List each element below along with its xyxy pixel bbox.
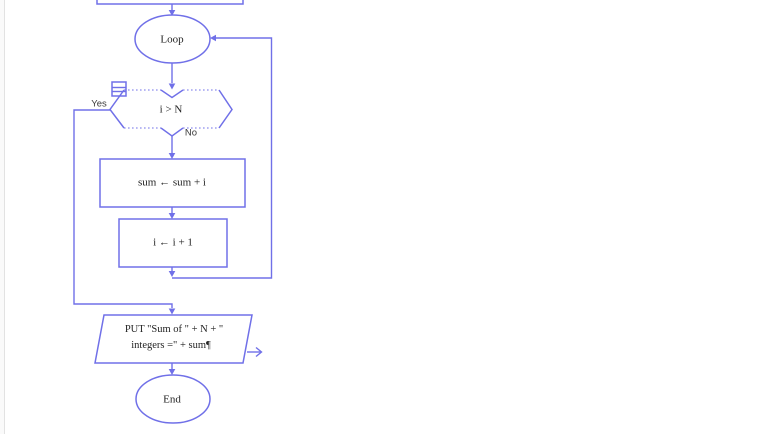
output-statement-line1: PUT "Sum of " + N + " xyxy=(124,323,224,335)
decision-hexagon-top-notch xyxy=(160,89,184,99)
arrowhead xyxy=(168,83,176,90)
end-oval-label: End xyxy=(163,393,181,406)
page-edge-strip xyxy=(0,0,4,434)
arrowhead xyxy=(210,34,216,42)
split-box-icon[interactable] xyxy=(111,81,127,97)
assign-sum-box[interactable] xyxy=(99,158,246,208)
decision-hexagon-right-edge[interactable] xyxy=(218,89,233,129)
loopback-connector xyxy=(172,37,273,279)
arrowhead xyxy=(168,369,176,375)
arrowhead xyxy=(168,153,176,159)
arrowhead xyxy=(168,10,176,16)
assign-sum-label: sum ← sum + i xyxy=(138,176,206,189)
top-process-box[interactable] xyxy=(96,0,244,5)
output-parallelogram[interactable] xyxy=(94,314,253,364)
arrowhead xyxy=(168,308,176,315)
yes-branch-connector xyxy=(73,109,173,308)
increment-label: i ← i + 1 xyxy=(153,236,193,249)
yes-branch-label: Yes xyxy=(91,98,107,110)
increment-box[interactable] xyxy=(118,218,228,268)
open-right-arrow-icon xyxy=(247,346,263,358)
decision-hexagon-bottom-notch xyxy=(160,127,184,137)
arrowhead xyxy=(168,271,176,277)
decision-condition-label: i > N xyxy=(159,103,183,116)
output-statement-line2: integers =" + sum¶ xyxy=(131,339,211,351)
end-terminal-oval[interactable] xyxy=(135,374,211,424)
loop-oval-label: Loop xyxy=(160,33,184,46)
no-branch-label: No xyxy=(184,127,198,139)
arrowhead xyxy=(168,213,176,219)
